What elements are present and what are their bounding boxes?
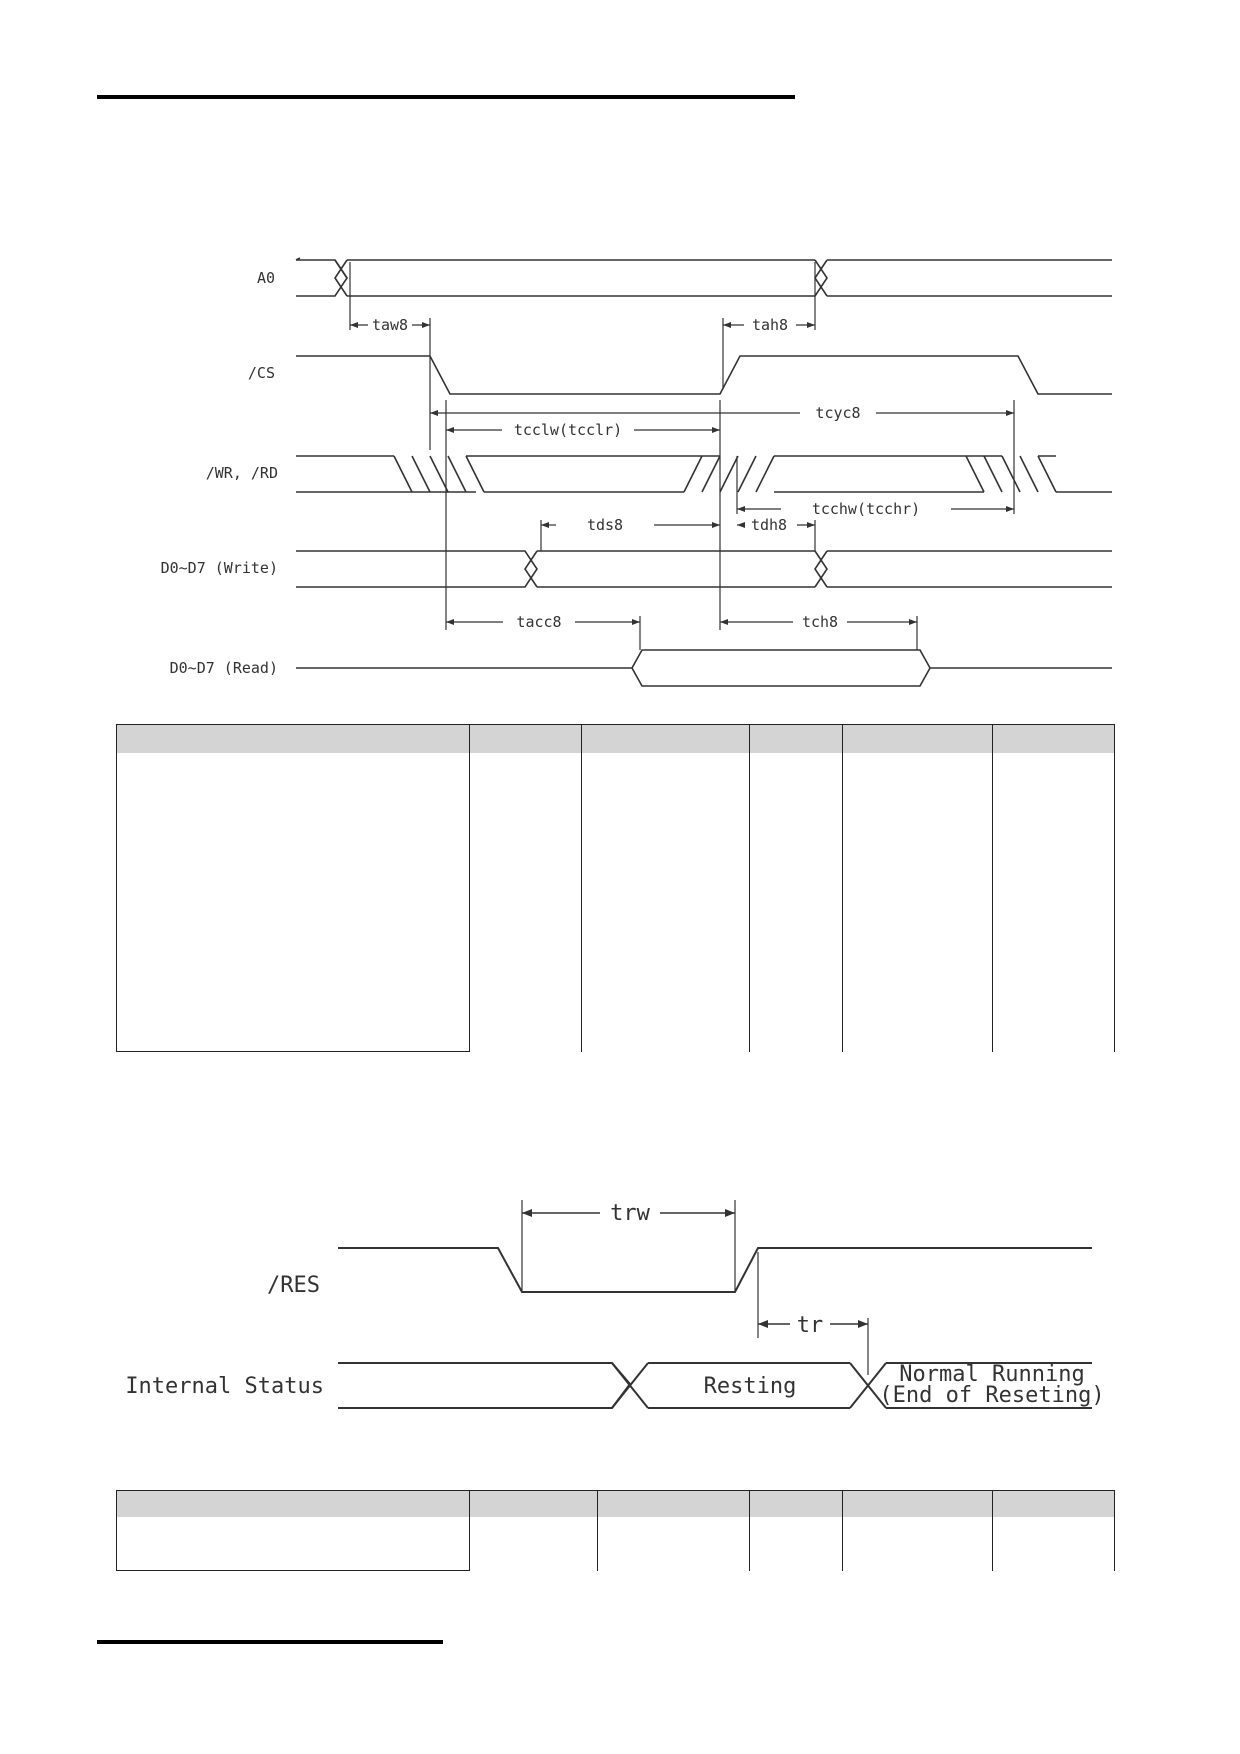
table-row — [116, 1516, 1115, 1571]
tah-label: tah8 — [752, 316, 788, 334]
cs-label: /CS — [248, 364, 275, 382]
footer-rule — [97, 1640, 443, 1644]
internal-status-waveform — [338, 1362, 1092, 1409]
d-write-waveform — [296, 550, 1112, 588]
wr-rd-label: /WR, /RD — [206, 464, 278, 482]
table-row — [116, 752, 1115, 808]
normal-running-line1: Normal Running — [899, 1362, 1084, 1387]
internal-status-label: Internal Status — [125, 1374, 324, 1399]
reset-dimension-lines — [522, 1212, 868, 1325]
taw-label: taw8 — [372, 316, 408, 334]
res-label: /RES — [267, 1273, 320, 1298]
parallel-dimension-lines — [350, 324, 1014, 623]
tcclw-label: tcclw(tcclr) — [514, 421, 622, 439]
tacc-label: tacc8 — [516, 613, 561, 631]
trw-label: trw — [610, 1201, 650, 1226]
tds-label: tds8 — [587, 516, 623, 534]
tcchw-label: tcchw(tcchr) — [812, 500, 920, 518]
tch-label: tch8 — [802, 613, 838, 631]
res-waveform — [338, 1247, 1092, 1293]
d-read-waveform — [296, 649, 1112, 687]
table-row — [116, 807, 1115, 1052]
reset-timing-table — [116, 1490, 1115, 1571]
a0-label: A0 — [257, 269, 275, 287]
tr-label: tr — [797, 1313, 824, 1338]
tcyc-label: tcyc8 — [815, 404, 860, 422]
parallel-arrow-heads — [350, 322, 1014, 625]
tdh-label: tdh8 — [751, 516, 787, 534]
d-read-label: D0~D7 (Read) — [170, 659, 278, 677]
reset-extension-lines — [521, 1200, 869, 1375]
parallel-timing-table — [116, 724, 1115, 1052]
reset-arrow-heads — [522, 1209, 868, 1328]
parallel-extension-lines — [349, 262, 1015, 650]
a0-waveform — [295, 257, 1112, 297]
header-rule — [97, 95, 795, 99]
cs-waveform — [296, 355, 1112, 395]
resetting-state: Resting — [704, 1374, 797, 1399]
d-write-label: D0~D7 (Write) — [161, 559, 278, 577]
wr-rd-waveform — [296, 455, 1112, 493]
table-header-row — [116, 1490, 1115, 1517]
normal-running-line2: (End of Reseting) — [879, 1383, 1104, 1408]
table-header-row — [116, 724, 1115, 753]
